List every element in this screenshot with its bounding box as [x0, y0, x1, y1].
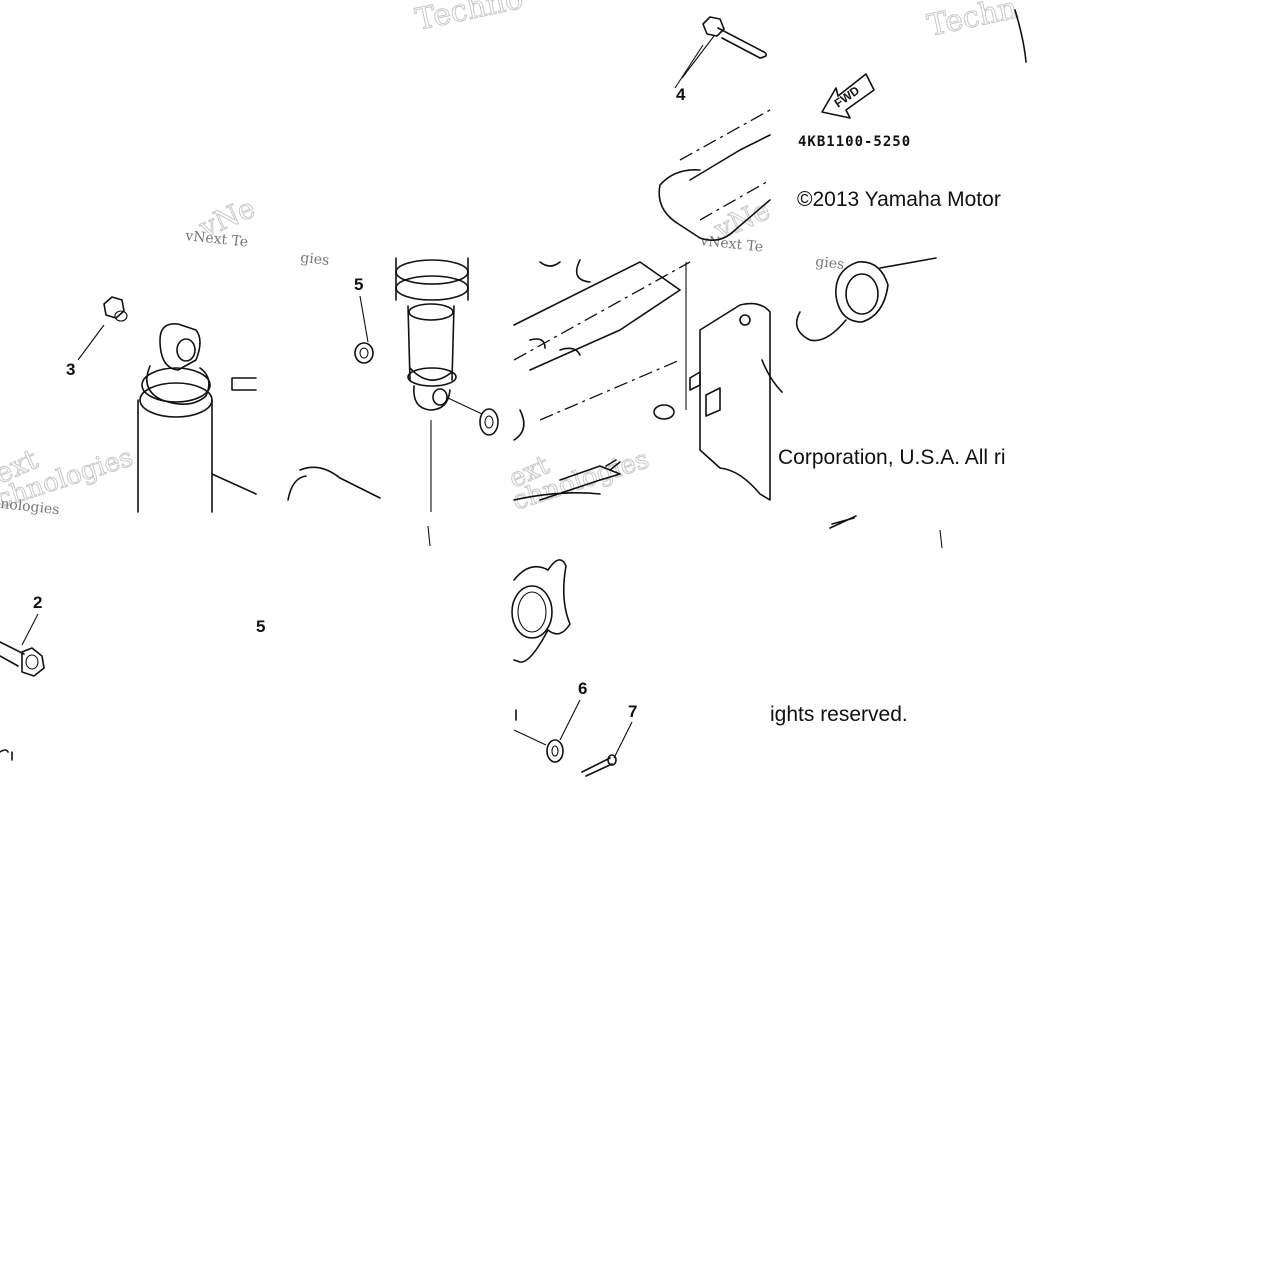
hub-flange — [511, 559, 571, 721]
swingarm-pivot-sketch — [658, 9, 1027, 241]
bolt-4 — [674, 16, 768, 89]
callout-2: 2 — [33, 593, 42, 612]
callout-6: 6 — [578, 679, 587, 698]
washer-6 — [513, 699, 581, 763]
watermark-text: Techn — [924, 0, 1020, 44]
fwd-arrow-icon: FWD — [821, 73, 875, 119]
cotter-pin-7 — [581, 721, 633, 777]
copyright-line-1: ©2013 Yamaha Motor — [797, 188, 1001, 211]
watermark-text: gies — [300, 250, 330, 269]
watermark-text: vNext Te — [184, 228, 249, 251]
swingarm-frame — [513, 259, 771, 501]
copyright-line-2: Corporation, U.S.A. All ri — [778, 446, 1006, 469]
shock-absorber-lower — [287, 257, 499, 512]
watermark-text: gies — [815, 254, 845, 273]
exhaust-tail-sketch — [761, 257, 937, 393]
callout-4: 4 — [676, 85, 686, 104]
callout-7: 7 — [628, 702, 637, 721]
watermark-text: Techno — [412, 0, 526, 38]
washer-5 — [354, 295, 374, 364]
fwd-label: FWD — [832, 83, 863, 110]
callout-5-lower: 5 — [256, 617, 265, 636]
watermark-text: vNext Te — [699, 233, 764, 256]
callout-3: 3 — [66, 360, 75, 379]
part-code: 4KB1100-5250 — [798, 134, 911, 150]
nut-3 — [77, 296, 128, 361]
bolt-2 — [0, 613, 45, 761]
stray-fragment — [829, 515, 857, 529]
copyright-line-3: ights reserved. — [770, 703, 908, 726]
stray-fragment — [427, 525, 943, 549]
shock-absorber-upper — [137, 323, 257, 513]
callout-5-upper: 5 — [354, 275, 363, 294]
watermark-text: nologies — [0, 496, 60, 518]
